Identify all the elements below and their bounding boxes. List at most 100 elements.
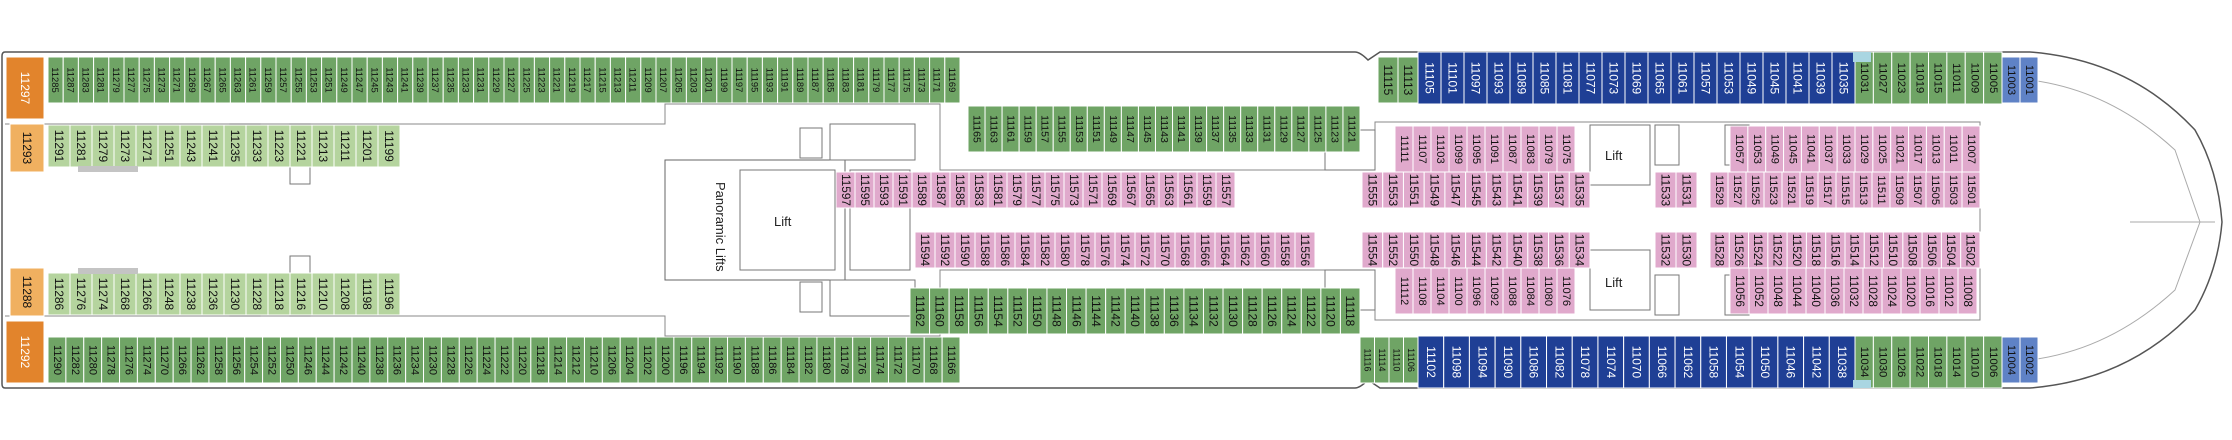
cabin-11259[interactable]: 11259 — [260, 56, 277, 104]
cabin-11282[interactable]: 11282 — [65, 336, 85, 384]
cabin-11184[interactable]: 11184 — [780, 336, 800, 384]
cabin-11151[interactable]: 11151 — [1086, 105, 1105, 153]
cabin-11266[interactable]: 11266 — [135, 272, 159, 316]
cabin-11254[interactable]: 11254 — [244, 336, 264, 384]
cabin-11228[interactable]: 11228 — [245, 272, 269, 316]
cabin-11180[interactable]: 11180 — [816, 336, 836, 384]
cabin-11587[interactable]: 11587 — [930, 171, 951, 209]
cabin-11583[interactable]: 11583 — [968, 171, 989, 209]
cabin-11113[interactable]: 11113 — [1397, 56, 1419, 104]
cabin-11175[interactable]: 11175 — [898, 56, 915, 104]
cabin-11013[interactable]: 11013 — [1925, 125, 1945, 173]
cabin-11185[interactable]: 11185 — [822, 56, 839, 104]
cabin-11025[interactable]: 11025 — [1872, 125, 1892, 173]
cabin-11212[interactable]: 11212 — [566, 336, 585, 384]
cabin-11172[interactable]: 11172 — [887, 336, 907, 384]
cabin-11258[interactable]: 11258 — [208, 336, 228, 384]
cabin-11235[interactable]: 11235 — [442, 56, 459, 104]
cabin-11297[interactable]: 11297 — [5, 56, 45, 120]
cabin-11128[interactable]: 11128 — [1242, 287, 1263, 335]
cabin-11056[interactable]: 11056 — [1729, 267, 1750, 315]
cabin-11591[interactable]: 11591 — [892, 171, 913, 209]
cabin-11530[interactable]: 11530 — [1675, 231, 1698, 269]
cabin-11011[interactable]: 11011 — [1943, 125, 1963, 173]
cabin-11098[interactable]: 11098 — [1443, 335, 1470, 389]
cabin-11526[interactable]: 11526 — [1728, 231, 1750, 269]
cabin-11547[interactable]: 11547 — [1444, 171, 1467, 209]
cabin-11156[interactable]: 11156 — [968, 287, 989, 335]
cabin-11263[interactable]: 11263 — [229, 56, 247, 104]
cabin-11220[interactable]: 11220 — [512, 336, 532, 384]
cabin-11044[interactable]: 11044 — [1786, 267, 1807, 315]
cabin-11502[interactable]: 11502 — [1960, 231, 1981, 269]
cabin-11292[interactable]: 11292 — [5, 320, 45, 384]
cabin-11130[interactable]: 11130 — [1222, 287, 1244, 335]
cabin-11102[interactable]: 11102 — [1417, 335, 1445, 389]
cabin-11208[interactable]: 11208 — [333, 272, 357, 316]
cabin-11238[interactable]: 11238 — [179, 272, 203, 316]
cabin-11222[interactable]: 11222 — [494, 336, 514, 384]
cabin-11576[interactable]: 11576 — [1094, 231, 1116, 269]
cabin-11519[interactable]: 11519 — [1799, 171, 1819, 209]
cabin-11522[interactable]: 11522 — [1767, 231, 1788, 269]
cabin-11017[interactable]: 11017 — [1908, 125, 1927, 173]
cabin-11154[interactable]: 11154 — [987, 287, 1009, 335]
cabin-11147[interactable]: 11147 — [1120, 105, 1139, 153]
cabin-11053[interactable]: 11053 — [1716, 51, 1741, 105]
cabin-11007[interactable]: 11007 — [1961, 125, 1981, 173]
cabin-11279[interactable]: 11279 — [108, 56, 125, 104]
cabin-11045[interactable]: 11045 — [1783, 125, 1802, 173]
cabin-11545[interactable]: 11545 — [1465, 171, 1487, 209]
cabin-11019[interactable]: 11019 — [1909, 51, 1929, 105]
cabin-11011[interactable]: 11011 — [1946, 51, 1966, 105]
cabin-11177[interactable]: 11177 — [883, 56, 900, 104]
cabin-11028[interactable]: 11028 — [1862, 267, 1883, 315]
cabin-11206[interactable]: 11206 — [601, 336, 621, 384]
cabin-11512[interactable]: 11512 — [1863, 231, 1885, 269]
cabin-11509[interactable]: 11509 — [1889, 171, 1909, 209]
cabin-11143[interactable]: 11143 — [1154, 105, 1174, 153]
cabin-11223[interactable]: 11223 — [267, 124, 291, 168]
cabin-11567[interactable]: 11567 — [1120, 171, 1141, 209]
cabin-11111[interactable]: 11111 — [1394, 125, 1414, 173]
cabin-11155[interactable]: 11155 — [1052, 105, 1071, 153]
cabin-11555[interactable]: 11555 — [1361, 171, 1384, 209]
cabin-11092[interactable]: 11092 — [1484, 267, 1504, 315]
cabin-11238[interactable]: 11238 — [369, 336, 389, 384]
cabin-11002[interactable]: 11002 — [2019, 336, 2039, 384]
cabin-11281[interactable]: 11281 — [93, 56, 110, 104]
cabin-11537[interactable]: 11537 — [1548, 171, 1570, 209]
cabin-11276[interactable]: 11276 — [69, 272, 93, 316]
cabin-11227[interactable]: 11227 — [503, 56, 520, 104]
cabin-11573[interactable]: 11573 — [1063, 171, 1084, 209]
cabin-11080[interactable]: 11080 — [1538, 267, 1558, 315]
cabin-11089[interactable]: 11089 — [1509, 51, 1534, 105]
cabin-11253[interactable]: 11253 — [305, 56, 323, 104]
cabin-11006[interactable]: 11006 — [1983, 335, 2003, 389]
cabin-11240[interactable]: 11240 — [351, 336, 371, 384]
cabin-11192[interactable]: 11192 — [709, 336, 729, 384]
cabin-11231[interactable]: 11231 — [473, 56, 490, 104]
cabin-11126[interactable]: 11126 — [1261, 287, 1283, 335]
cabin-11244[interactable]: 11244 — [315, 336, 335, 384]
cabin-11135[interactable]: 11135 — [1223, 105, 1242, 153]
cabin-11173[interactable]: 11173 — [913, 56, 931, 104]
cabin-11106[interactable]: 11106 — [1403, 336, 1419, 384]
cabin-11053[interactable]: 11053 — [1747, 125, 1767, 173]
cabin-11069[interactable]: 11069 — [1624, 51, 1649, 105]
cabin-11241[interactable]: 11241 — [397, 56, 414, 104]
cabin-11187[interactable]: 11187 — [807, 56, 824, 104]
cabin-11105[interactable]: 11105 — [1417, 51, 1442, 105]
cabin-11158[interactable]: 11158 — [948, 287, 970, 335]
cabin-11213[interactable]: 11213 — [609, 56, 627, 104]
cabin-11504[interactable]: 11504 — [1940, 231, 1962, 269]
cabin-11086[interactable]: 11086 — [1520, 335, 1548, 389]
cabin-11161[interactable]: 11161 — [1001, 105, 1020, 153]
cabin-11049[interactable]: 11049 — [1765, 125, 1785, 173]
cabin-11541[interactable]: 11541 — [1506, 171, 1529, 209]
cabin-11189[interactable]: 11189 — [792, 56, 809, 104]
cabin-11041[interactable]: 11041 — [1800, 125, 1820, 173]
cabin-11247[interactable]: 11247 — [351, 56, 368, 104]
cabin-11536[interactable]: 11536 — [1548, 231, 1570, 269]
cabin-11150[interactable]: 11150 — [1026, 287, 1048, 335]
